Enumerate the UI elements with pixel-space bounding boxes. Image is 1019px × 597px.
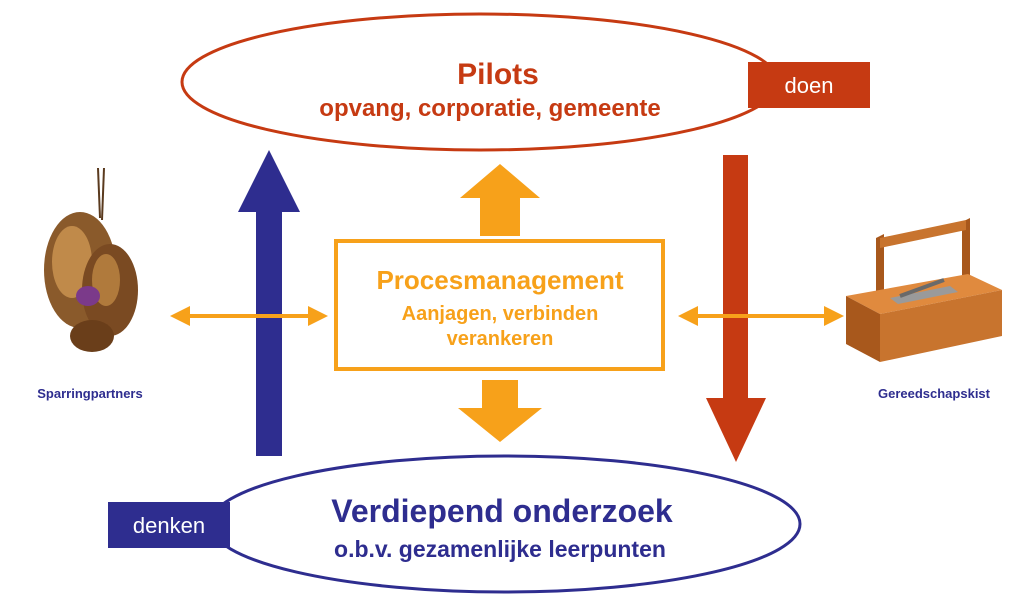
left-double-arrow <box>170 306 328 326</box>
right-double-arrow <box>678 306 844 326</box>
procesmanagement-box <box>334 239 665 371</box>
orange-down-arrow <box>458 380 542 442</box>
onderzoek-title: Verdiepend onderzoek <box>331 493 673 529</box>
toolbox-icon <box>846 218 1002 362</box>
procesmanagement-line2: verankeren <box>447 328 554 350</box>
denken-tag <box>108 502 230 548</box>
boxing-gloves-icon <box>44 167 138 352</box>
procesmanagement-line1: Aanjagen, verbinden <box>402 303 599 325</box>
gereedschapskist-label: Gereedschapskist <box>878 386 991 401</box>
doen-tag-label: doen <box>785 73 834 98</box>
blue-up-arrow <box>238 150 300 456</box>
procesmanagement-title: Procesmanagement <box>376 265 623 295</box>
sparringpartners-label: Sparringpartners <box>37 386 142 401</box>
red-down-arrow <box>706 155 766 462</box>
orange-up-arrow <box>460 164 540 236</box>
doen-tag <box>748 62 870 108</box>
denken-tag-label: denken <box>133 513 205 538</box>
pilots-title: Pilots <box>457 58 539 91</box>
pilots-subtitle: opvang, corporatie, gemeente <box>319 95 660 122</box>
onderzoek-subtitle: o.b.v. gezamenlijke leerpunten <box>334 536 666 562</box>
